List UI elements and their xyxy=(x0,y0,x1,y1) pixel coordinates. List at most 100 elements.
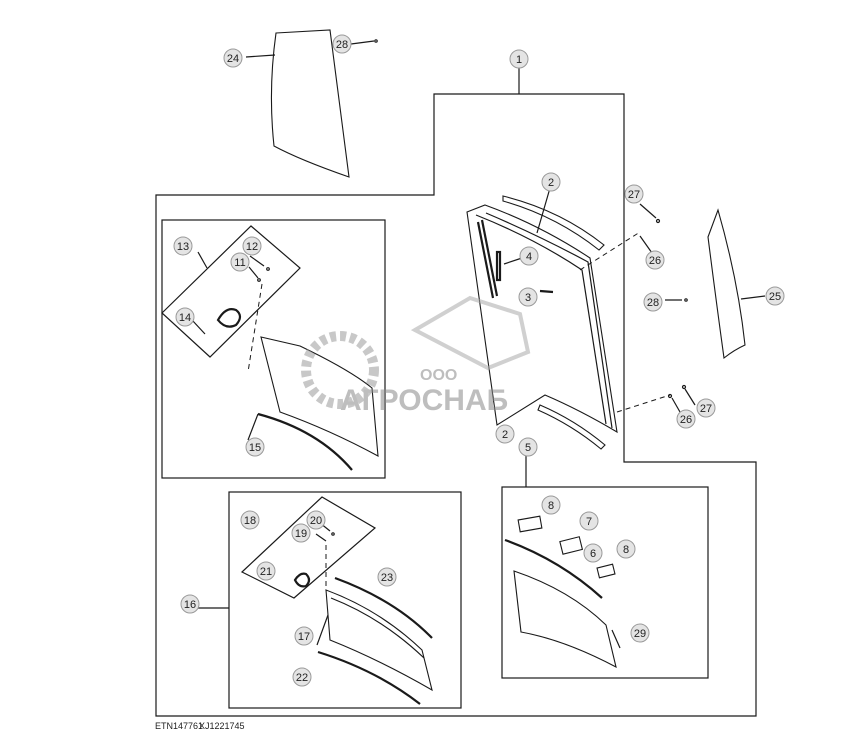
callout-label: 19 xyxy=(295,528,307,540)
callout-circle xyxy=(579,511,599,531)
callout-8: 8 xyxy=(616,539,636,559)
callout-label: 6 xyxy=(590,548,596,560)
callout-label: 7 xyxy=(586,516,592,528)
callout-label: 27 xyxy=(700,403,712,415)
part-4-clip xyxy=(495,250,502,282)
callout-16: 16 xyxy=(180,594,200,614)
callout-circle xyxy=(240,510,260,530)
callout-26: 26 xyxy=(645,250,665,270)
callout-circle xyxy=(377,567,397,587)
callout-label: 15 xyxy=(249,442,261,454)
callout-circle xyxy=(765,286,785,306)
callout-14: 14 xyxy=(175,307,195,327)
callout-2: 2 xyxy=(541,172,561,192)
callout-circle xyxy=(294,626,314,646)
callout-circle xyxy=(676,409,696,429)
subassembly-box-5 xyxy=(501,486,709,679)
callout-29: 29 xyxy=(630,623,650,643)
callout-circle xyxy=(541,172,561,192)
callout-label: 22 xyxy=(296,672,308,684)
assembly-outline xyxy=(155,93,757,717)
callout-26: 26 xyxy=(676,409,696,429)
callout-circle xyxy=(624,184,644,204)
callout-label: 2 xyxy=(502,429,508,441)
callout-circle xyxy=(180,594,200,614)
subassembly-16-parts xyxy=(240,496,433,705)
callout-circle xyxy=(630,623,650,643)
callout-label: 26 xyxy=(680,414,692,426)
callout-label: 8 xyxy=(548,500,554,512)
part-2-lower-seal xyxy=(537,404,606,450)
callout-circle xyxy=(245,437,265,457)
callout-circle xyxy=(256,561,276,581)
callout-label: 17 xyxy=(298,631,310,643)
callout-28: 28 xyxy=(643,292,663,312)
callout-label: 24 xyxy=(227,53,239,65)
callout-label: 2 xyxy=(548,177,554,189)
part-2-seal xyxy=(502,195,605,251)
callout-circle xyxy=(175,307,195,327)
callout-1: 1 xyxy=(509,49,529,69)
callout-circle xyxy=(332,34,352,54)
callout-15: 15 xyxy=(245,437,265,457)
callout-23: 23 xyxy=(377,567,397,587)
callout-circle xyxy=(643,292,663,312)
callout-circle xyxy=(519,246,539,266)
subassembly-13-parts xyxy=(161,225,379,471)
footer-code-1: ETN147761 xyxy=(155,721,203,731)
callout-circle xyxy=(645,250,665,270)
callout-label: 8 xyxy=(623,544,629,556)
callout-label: 3 xyxy=(525,292,531,304)
callout-2: 2 xyxy=(495,424,515,444)
watermark: ООО АГРОСНАБ xyxy=(301,295,531,417)
subassembly-5-parts xyxy=(504,515,621,669)
callout-circle xyxy=(509,49,529,69)
callout-label: 27 xyxy=(628,189,640,201)
watermark-line1: ООО xyxy=(420,367,457,384)
callout-24: 24 xyxy=(223,48,243,68)
callout-label: 13 xyxy=(177,241,189,253)
callout-circle xyxy=(173,236,193,256)
callout-label: 23 xyxy=(381,572,393,584)
callout-label: 20 xyxy=(310,515,322,527)
watermark-line2: АГРОСНАБ xyxy=(340,384,508,417)
callout-label: 12 xyxy=(246,241,258,253)
callout-label: 5 xyxy=(525,442,531,454)
callout-5: 5 xyxy=(518,437,538,457)
callout-circle xyxy=(518,287,538,307)
callout-circle xyxy=(306,510,326,530)
callout-19: 19 xyxy=(291,523,311,543)
callout-circle xyxy=(242,236,262,256)
callout-25: 25 xyxy=(765,286,785,306)
callout-circle xyxy=(230,252,250,272)
part-24-glass xyxy=(270,29,350,178)
callout-27: 27 xyxy=(624,184,644,204)
callout-label: 16 xyxy=(184,599,196,611)
callout-circle xyxy=(616,539,636,559)
callout-label: 18 xyxy=(244,515,256,527)
callout-circle xyxy=(223,48,243,68)
callout-label: 28 xyxy=(647,297,659,309)
callout-circle xyxy=(583,543,603,563)
callout-circle xyxy=(495,424,515,444)
callout-11: 11 xyxy=(230,252,250,272)
windshield-frame xyxy=(466,204,618,434)
callout-22: 22 xyxy=(292,667,312,687)
callout-circle xyxy=(292,667,312,687)
callout-20: 20 xyxy=(306,510,326,530)
callout-4: 4 xyxy=(519,246,539,266)
callout-label: 26 xyxy=(649,255,661,267)
callout-label: 21 xyxy=(260,566,272,578)
callout-label: 14 xyxy=(179,312,191,324)
callout-label: 1 xyxy=(516,54,522,66)
callout-12: 12 xyxy=(242,236,262,256)
callout-label: 29 xyxy=(634,628,646,640)
part-25-glass xyxy=(707,208,746,360)
callout-21: 21 xyxy=(256,561,276,581)
callout-circle xyxy=(291,523,311,543)
callout-17: 17 xyxy=(294,626,314,646)
callout-label: 4 xyxy=(526,251,532,263)
subassembly-box-13 xyxy=(161,219,386,479)
